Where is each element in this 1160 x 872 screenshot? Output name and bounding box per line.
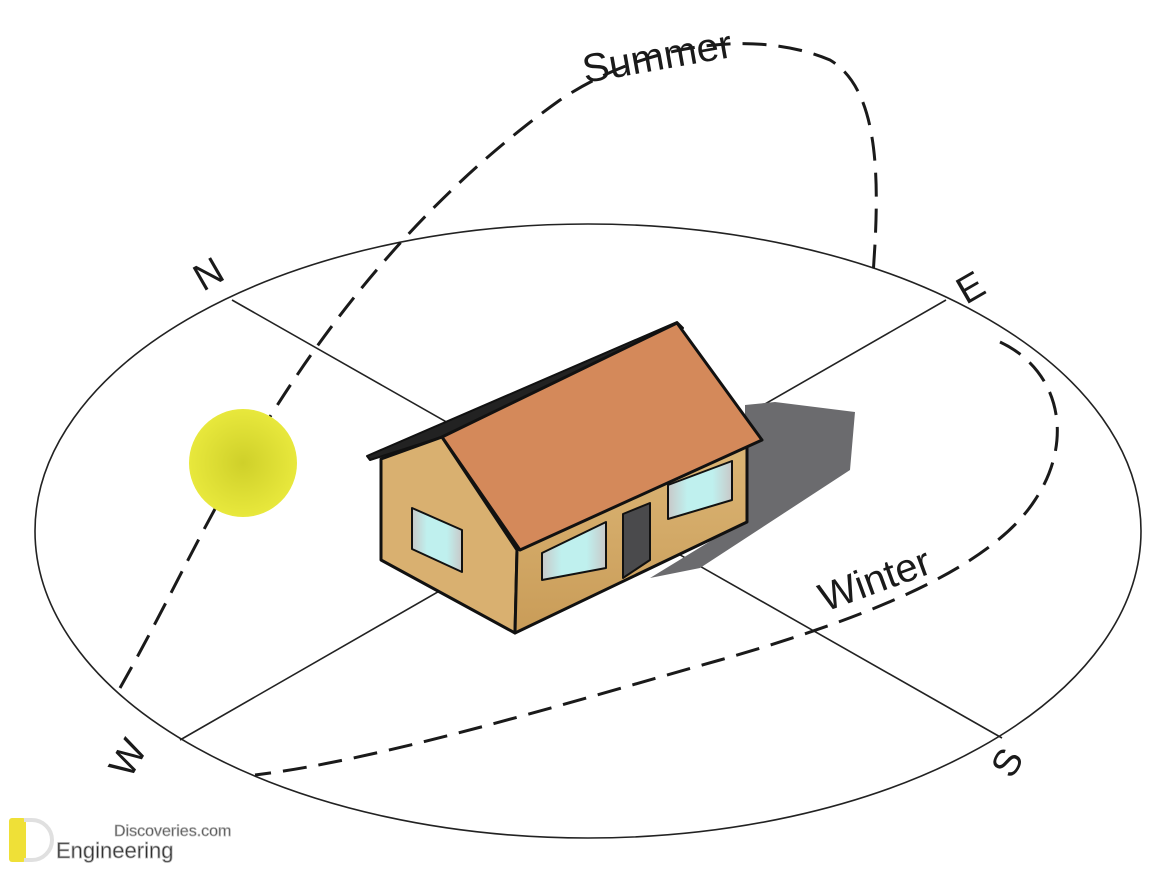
engineering-discoveries-logo: Discoveries.com Engineering [9, 818, 232, 863]
north-label: N [187, 250, 232, 300]
east-label: E [950, 264, 993, 313]
summer-label: Summer [579, 22, 735, 92]
logo-line1: Discoveries.com [114, 823, 231, 840]
sun [189, 409, 297, 517]
front-window-right [667, 460, 733, 520]
winter-sun-path [254, 340, 1059, 777]
house [366, 321, 764, 635]
south-label: S [983, 742, 1032, 785]
door [622, 502, 651, 579]
west-label: W [101, 732, 155, 784]
horizon-ellipse [34, 223, 1142, 839]
front-window-left [541, 521, 607, 581]
summer-sun-path [118, 42, 878, 689]
roof [440, 321, 764, 552]
logo-line2: Engineering [56, 838, 173, 863]
side-window [411, 507, 463, 573]
house-shadow [650, 402, 855, 578]
